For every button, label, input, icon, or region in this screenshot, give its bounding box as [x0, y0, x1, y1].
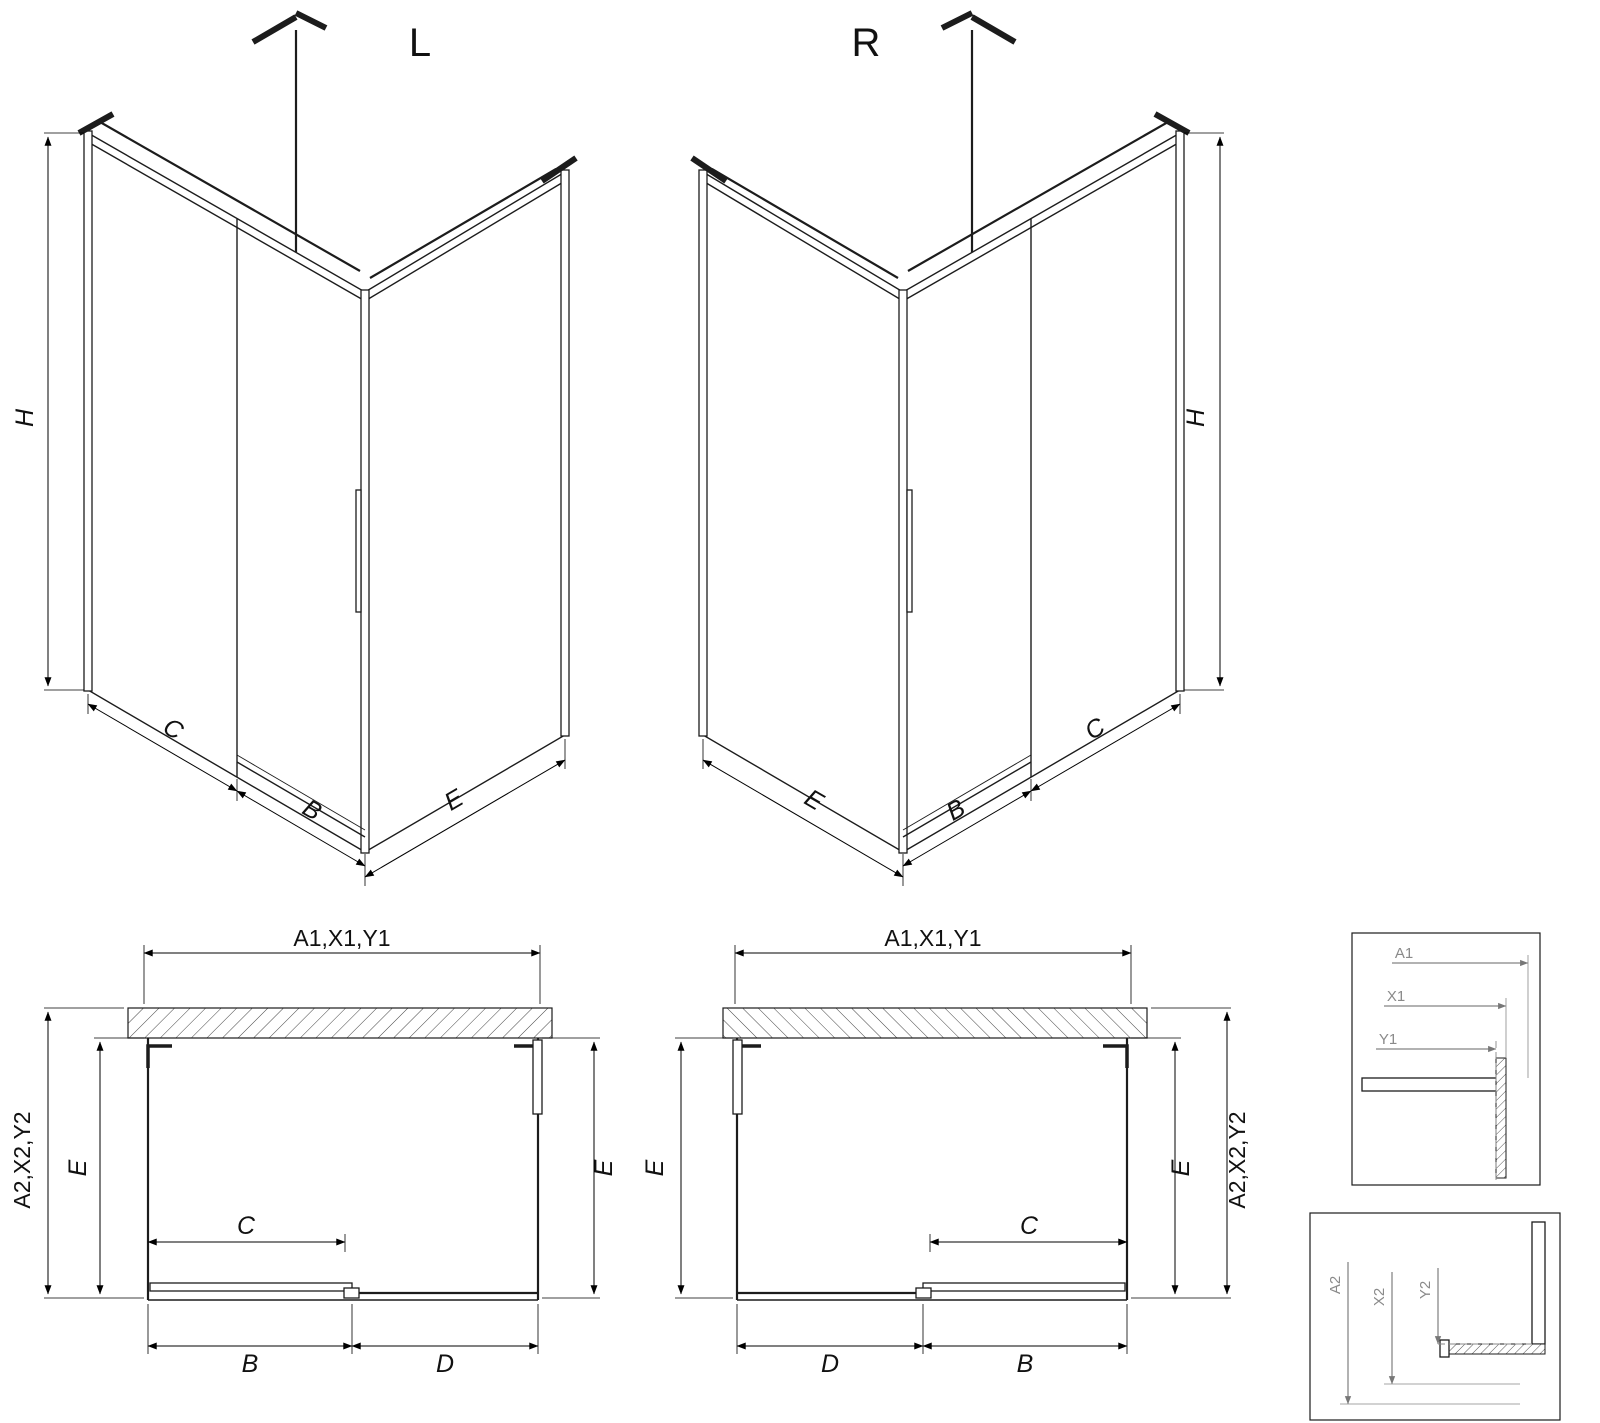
- detail-top-frame: [1351, 932, 1541, 1186]
- glass-section: [1495, 1057, 1507, 1179]
- iso-left-geometry: [44, 13, 576, 886]
- detail-corner-bottom: A2 X2 Y2: [1309, 1212, 1561, 1421]
- iso-view-right: R H E B C: [692, 13, 1224, 886]
- plan-left-dim-d: D: [436, 1350, 454, 1378]
- iso-right-geometry: [692, 13, 1224, 886]
- variant-label-right: R: [852, 21, 881, 65]
- plan-right-dim-e-left: E: [641, 1159, 669, 1176]
- detail-bottom-dim-a2: A2: [1327, 1276, 1344, 1294]
- plan-view-right: A1,X1,Y1 A2,X2,Y2 E E C D B: [641, 925, 1250, 1378]
- detail-corner-top: A1 X1 Y1: [1351, 932, 1541, 1186]
- detail-bottom-dim-x2: X2: [1371, 1288, 1388, 1306]
- plan-right-dim-e-right: E: [1167, 1159, 1195, 1176]
- variant-label-left: L: [409, 21, 431, 65]
- plan-left-dim-e-left: E: [64, 1159, 92, 1176]
- plan-right-dim-d: D: [821, 1350, 839, 1378]
- dim-label-h-left: H: [11, 408, 39, 427]
- plan-left-dim-e-right: E: [590, 1159, 618, 1176]
- plan-right-dim-b: B: [1017, 1350, 1034, 1378]
- detail-bottom-frame: [1309, 1212, 1561, 1421]
- plan-right-geometry: [675, 945, 1231, 1354]
- plan-right-dim-top: A1,X1,Y1: [884, 925, 981, 951]
- detail-top-dim-y1: Y1: [1379, 1031, 1397, 1048]
- detail-bottom-dim-y2: Y2: [1417, 1281, 1434, 1299]
- plan-left-geometry: [44, 945, 600, 1354]
- detail-top-dim-a1: A1: [1395, 945, 1413, 962]
- plan-left-dim-b: B: [242, 1350, 259, 1378]
- plan-left-dim-side: A2,X2,Y2: [9, 1111, 35, 1208]
- plan-left-dim-c: C: [237, 1212, 256, 1240]
- iso-view-left: L H C B E: [11, 13, 576, 886]
- plan-view-left: A1,X1,Y1 A2,X2,Y2 E E C B D: [9, 925, 618, 1378]
- detail-top-dim-x1: X1: [1387, 988, 1405, 1005]
- dim-label-h-right: H: [1182, 408, 1210, 427]
- plan-right-dim-side: A2,X2,Y2: [1224, 1111, 1250, 1208]
- plan-left-dim-top: A1,X1,Y1: [293, 925, 390, 951]
- glass-section: [1447, 1343, 1546, 1355]
- plan-right-dim-c: C: [1020, 1212, 1039, 1240]
